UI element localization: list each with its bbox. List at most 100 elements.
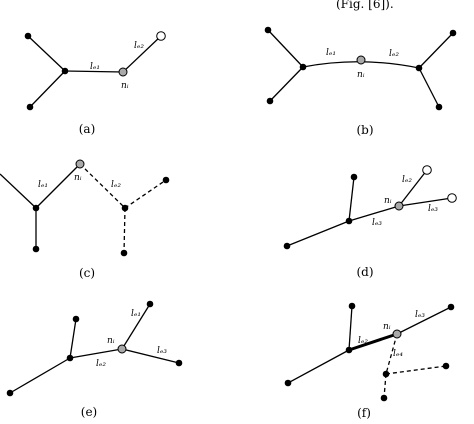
panel-c: lₑ₁ lₑ₂ nᵢ (c) [0, 159, 170, 280]
vertex-node [266, 97, 274, 105]
bold-edge [348, 332, 398, 352]
node-label: nᵢ [383, 322, 391, 332]
target-node [117, 344, 127, 354]
edge-label: lₑ₁ [326, 48, 336, 58]
vertex-node [299, 63, 307, 71]
panel-caption: (a) [79, 122, 96, 136]
vertex-node [6, 389, 14, 397]
edge [27, 35, 66, 72]
node-label: nᵢ [357, 70, 365, 80]
target-node [356, 55, 366, 65]
edge-label: lₑ₂ [358, 336, 368, 346]
node-label: nᵢ [384, 196, 392, 206]
edge-label: lₑ₃ [372, 218, 382, 228]
edge [29, 70, 66, 108]
edge [69, 318, 77, 359]
vertex-node [175, 359, 183, 367]
edge [398, 197, 453, 207]
vertex-node [61, 67, 69, 75]
edge [348, 176, 355, 222]
edge [122, 35, 162, 73]
vertex-node [146, 300, 154, 308]
target-node [118, 67, 128, 77]
edge-label: lₑ₃ [157, 346, 167, 356]
node-label: nᵢ [74, 173, 82, 183]
dashed-edge [124, 179, 167, 209]
edge-label: lₑ₁ [38, 180, 48, 190]
edge-label: lₑ₁ [90, 62, 100, 72]
edge [69, 348, 123, 359]
dashed-edge [79, 163, 126, 209]
vertex-node [66, 354, 74, 362]
vertex-node [264, 26, 272, 34]
dashed-edge [385, 365, 447, 375]
dashed-edge [383, 373, 387, 399]
edge-label: lₑ₂ [96, 359, 106, 369]
edge [121, 303, 151, 350]
vertex-node [283, 242, 291, 250]
vertex-node [162, 176, 170, 184]
edge [396, 306, 452, 335]
vertex-node [380, 394, 388, 402]
panel-caption: (c) [79, 266, 95, 280]
endpoint-node [447, 193, 457, 203]
vertex-node [345, 217, 353, 225]
edge [348, 305, 353, 351]
panel-caption: (d) [356, 265, 373, 279]
panel-b: lₑ₁ lₑ₂ nᵢ (b) [264, 26, 457, 137]
edge [64, 70, 124, 73]
panel-a: lₑ₁ lₑ₂ nᵢ (a) [24, 31, 166, 136]
panel-e: lₑ₁ lₑ₂ lₑ₃ nᵢ (e) [6, 300, 183, 419]
edge-label: lₑ₃ [415, 310, 425, 320]
vertex-node [345, 346, 353, 354]
vertex-node [26, 103, 34, 111]
edge-label: lₑ₂ [402, 175, 412, 185]
target-node [75, 159, 85, 169]
edge [418, 67, 440, 108]
vertex-node [435, 103, 443, 111]
panel-d: lₑ₂ lₑ₃ lₑ₃ nᵢ (d) [283, 165, 457, 279]
edge-label: lₑ₂ [134, 41, 144, 51]
edge-label: lₑ₃ [428, 204, 438, 214]
vertex-node [32, 204, 40, 212]
edge-label: lₑ₂ [111, 180, 121, 190]
edge [398, 169, 428, 207]
edge-label: lₑ₄ [393, 349, 403, 359]
vertex-node [24, 32, 32, 40]
vertex-node [449, 29, 457, 37]
panel-caption: (e) [81, 405, 97, 419]
vertex-node [442, 362, 450, 370]
edge [9, 357, 71, 394]
edge [121, 348, 180, 364]
vertex-node [120, 249, 128, 257]
edge-label: lₑ₁ [131, 309, 141, 319]
edge [418, 32, 454, 69]
vertex-node [348, 302, 356, 310]
endpoint-node [422, 165, 432, 175]
panel-caption: (f) [357, 406, 371, 420]
target-node [392, 329, 402, 339]
vertex-node [382, 370, 390, 378]
vertex-node [284, 379, 292, 387]
edge [348, 205, 400, 222]
edge [0, 173, 37, 209]
vertex-node [32, 245, 40, 253]
node-label: nᵢ [121, 81, 129, 91]
panel-caption: (b) [356, 123, 373, 137]
endpoint-node [156, 31, 166, 41]
panel-f: lₑ₂ lₑ₃ lₑ₄ nᵢ (f) [284, 302, 455, 420]
edge-label: lₑ₂ [389, 49, 399, 59]
node-label: nᵢ [107, 336, 115, 346]
edge [287, 349, 350, 384]
edge [267, 29, 304, 68]
header-fragment: (Fig. [6]). [336, 0, 394, 11]
edge [269, 66, 304, 102]
vertex-node [121, 204, 129, 212]
vertex-node [350, 173, 358, 181]
edge [286, 220, 350, 247]
vertex-node [415, 64, 423, 72]
edge [35, 163, 81, 209]
dashed-edge [123, 207, 126, 254]
target-node [394, 201, 404, 211]
